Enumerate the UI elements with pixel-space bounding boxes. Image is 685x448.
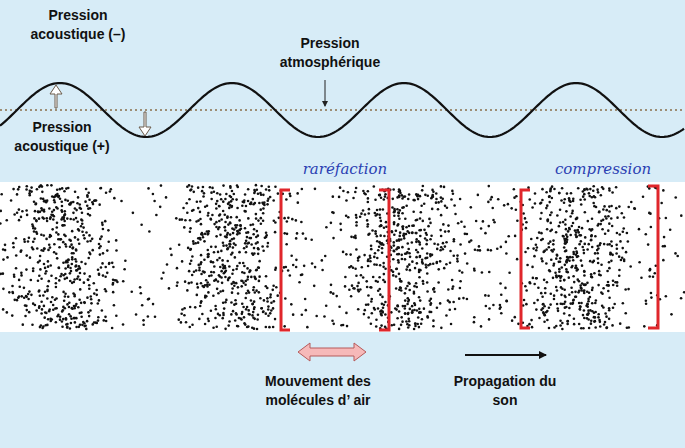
- air-band: [0, 182, 685, 332]
- pressure-label: Pression atmosphérique: [271, 34, 389, 72]
- caption-label: Propagation du son: [450, 372, 560, 410]
- handwritten-note: compression: [538, 160, 668, 178]
- down-hollow-arrow: [139, 112, 151, 136]
- propagation-arrow: [465, 354, 546, 356]
- air-molecules: [0, 184, 685, 330]
- pressure-label: Pression acoustique (+): [14, 118, 110, 156]
- up-hollow-arrow: [50, 85, 62, 108]
- handwritten-note: raréfaction: [280, 160, 410, 178]
- rarefaction-bracket: [281, 190, 389, 330]
- caption-label: Mouvement des molécules d’ air: [243, 372, 393, 410]
- pointer-arrow: [325, 80, 326, 106]
- molecule-motion-arrow: [298, 343, 366, 361]
- pressure-label: Pression acoustique (–): [30, 6, 126, 44]
- compression-bracket: [521, 186, 658, 328]
- pressure-wave: [0, 83, 684, 137]
